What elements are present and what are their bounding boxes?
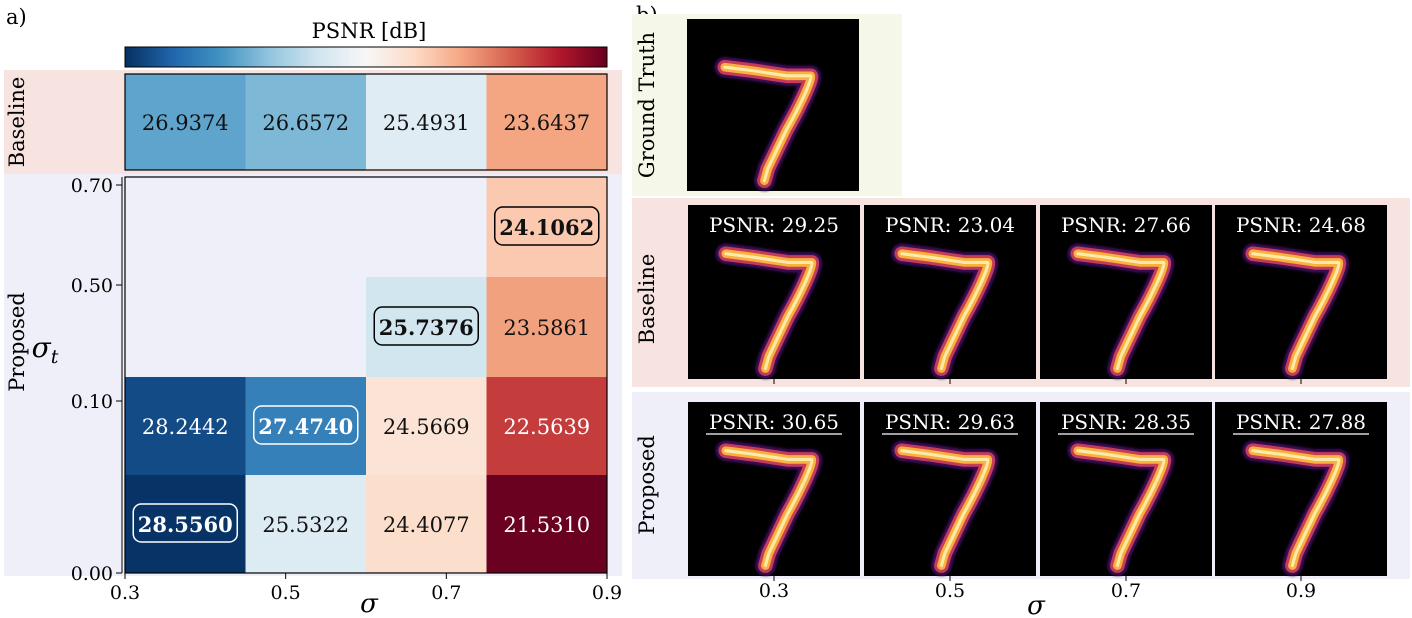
heatmap-value-proposed-r3-c1: 25.5322 (262, 513, 349, 537)
proposed-image-2-psnr-label: PSNR: 28.35 (1061, 410, 1191, 434)
y-axis-ticks: 0.00 0.10 0.50 0.70 (71, 175, 122, 585)
baseline-band-label: Baseline (5, 77, 29, 168)
proposed-image-0-psnr-label: PSNR: 30.65 (709, 410, 839, 434)
x-tick-label: 0.9 (592, 582, 622, 604)
baseline-image-3-stroke-highlight (1251, 252, 1341, 371)
baseline-image-3 (1215, 205, 1387, 379)
y-axis-label: σt (32, 331, 59, 368)
colorbar (124, 46, 608, 68)
x-axis-ticks-a: 0.3 0.5 0.7 0.9 (110, 573, 622, 604)
baseline-image-0 (688, 205, 860, 379)
heatmap-cell-baseline-1 (245, 74, 366, 170)
proposed-image-2-stroke-highlight (1076, 449, 1166, 568)
ground-truth-label: Ground Truth (635, 32, 659, 178)
baseline-image-2-stroke-highlight (1076, 252, 1166, 371)
baseline-heatmap-frame (124, 73, 608, 171)
heatmap-cell-proposed-r2-c2 (366, 377, 487, 475)
best-value-box-proposed-r2-c1 (253, 405, 359, 445)
heatmap-cell-proposed-r2-c3 (486, 377, 607, 475)
y-tick-label: 0.70 (71, 175, 113, 197)
proposed-image-0-stroke-highlight (724, 449, 814, 568)
proposed-row-label: Proposed (635, 435, 659, 535)
heatmap-cell-baseline-0 (125, 74, 246, 170)
x-axis-ticks-b: 0.3 0.5 0.7 0.9 (759, 379, 1316, 602)
x-tick-label: 0.3 (110, 582, 140, 604)
baseline-image-1-psnr-label: PSNR: 23.04 (885, 213, 1015, 237)
proposed-image-0 (688, 402, 860, 576)
baseline-heatmap-row: 26.9374 26.6572 25.4931 23.6437 (125, 74, 607, 170)
y-axis-label-subscript: t (51, 346, 59, 368)
heatmap-value-proposed-r2-c2: 24.5669 (383, 415, 470, 439)
heatmap-value-baseline-3: 23.6437 (503, 111, 590, 135)
y-tick-label: 0.00 (71, 563, 113, 585)
panel-a-label: a) (6, 5, 27, 29)
baseline-image-0-psnr-label: PSNR: 29.25 (709, 213, 839, 237)
y-axis-label-text: σ (32, 331, 52, 364)
heatmap-value-proposed-r2-c3: 22.5639 (503, 415, 590, 439)
heatmap-cell-proposed-r3-c2 (366, 475, 487, 573)
heatmap-value-proposed-r0-c3: 24.1062 (499, 215, 594, 240)
heatmap-value-proposed-r1-c3: 23.5861 (503, 316, 590, 340)
proposed-image-1 (864, 402, 1036, 576)
proposed-image-2 (1040, 402, 1212, 576)
proposed-band-label: Proposed (5, 292, 29, 392)
proposed-heatmap: 24.1062 25.7376 23.5861 28.2442 27.4740 24.56… (125, 177, 607, 573)
proposed-image-1-psnr-label: PSNR: 29.63 (885, 410, 1015, 434)
baseline-image-2-psnr-label: PSNR: 27.66 (1061, 213, 1191, 237)
heatmap-value-baseline-2: 25.4931 (383, 111, 470, 135)
baseline-image-3-psnr-label: PSNR: 24.68 (1236, 213, 1366, 237)
baseline-image-0-stroke-highlight (724, 252, 814, 371)
x-tick-label-b: 0.3 (759, 580, 789, 602)
heatmap-value-proposed-r1-c2: 25.7376 (379, 315, 474, 340)
x-axis-label-a: σ (360, 589, 379, 618)
best-value-box-proposed-r3-c0 (132, 503, 238, 543)
x-tick-label-b: 0.7 (1111, 580, 1141, 602)
proposed-image-3-psnr-label: PSNR: 27.88 (1236, 410, 1366, 434)
x-tick-label-b: 0.5 (935, 580, 965, 602)
heatmap-cell-proposed-r3-c3 (486, 475, 607, 573)
ground-truth-image (687, 19, 859, 192)
x-axis-label-b: σ (1027, 591, 1046, 618)
best-value-box-proposed-r0-c3 (494, 206, 600, 246)
proposed-image-3-stroke-highlight (1251, 449, 1341, 568)
proposed-image-3 (1215, 402, 1387, 576)
x-tick-label: 0.7 (431, 582, 461, 604)
proposed-image-1-stroke-highlight (900, 449, 990, 568)
baseline-row-label: Baseline (635, 254, 659, 345)
y-tick-label: 0.50 (71, 275, 113, 297)
heatmap-cell-baseline-2 (366, 74, 487, 170)
heatmap-value-proposed-r2-c0: 28.2442 (142, 415, 229, 439)
ground-truth-image-stroke-highlight (723, 65, 813, 183)
heatmap-cell-proposed-r3-c1 (245, 475, 366, 573)
heatmap-value-baseline-0: 26.9374 (142, 111, 229, 135)
x-tick-label: 0.5 (271, 582, 301, 604)
x-tick-label-b: 0.9 (1286, 580, 1316, 602)
baseline-image-1-stroke-highlight (900, 252, 990, 371)
heatmap-value-proposed-r3-c3: 21.5310 (503, 513, 590, 537)
y-tick-label: 0.10 (71, 391, 113, 413)
baseline-image-2 (1040, 205, 1212, 379)
heatmap-value-proposed-r2-c1: 27.4740 (258, 414, 353, 439)
heatmap-value-proposed-r3-c0: 28.5560 (138, 512, 233, 537)
heatmap-value-baseline-1: 26.6572 (262, 111, 349, 135)
baseline-image-1 (864, 205, 1036, 379)
heatmap-cell-proposed-r2-c0 (125, 377, 246, 475)
heatmap-cell-proposed-r1-c3 (486, 277, 607, 377)
colorbar-label: PSNR [dB] (312, 19, 427, 43)
heatmap-value-proposed-r3-c2: 24.4077 (383, 513, 470, 537)
proposed-heatmap-frame (124, 176, 608, 574)
heatmap-cell-baseline-3 (486, 74, 607, 170)
best-value-box-proposed-r1-c2 (373, 306, 479, 346)
